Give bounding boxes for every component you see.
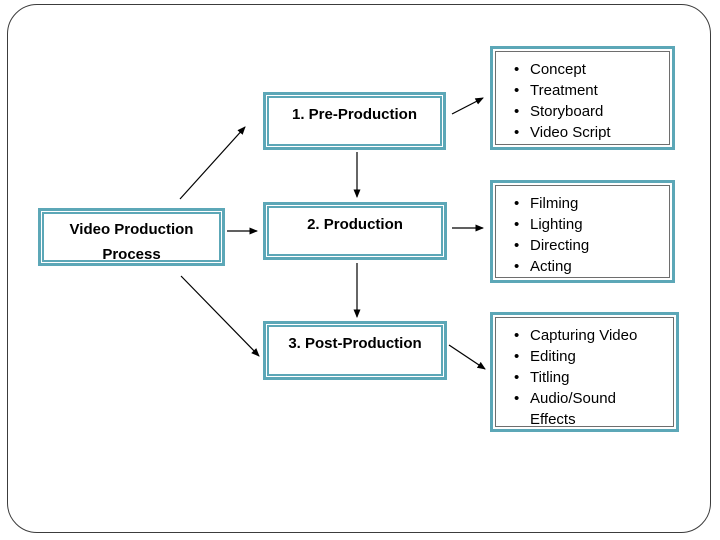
detail-item: • Concept: [514, 59, 666, 80]
bullet-icon: •: [514, 390, 520, 407]
detail-item-label: Treatment: [530, 82, 598, 99]
node-video-production-process: Video Production Process: [38, 208, 225, 266]
bullet-icon: •: [514, 369, 520, 386]
node-label: Video Production Process: [69, 221, 194, 263]
node-stage-pre-production: 1. Pre-Production: [263, 92, 446, 150]
detail-item: • Audio/Sound Effects: [514, 388, 670, 430]
detail-item: • Editing: [514, 346, 670, 367]
detail-item-label: Editing: [530, 348, 576, 365]
detail-item: • Storyboard: [514, 101, 666, 122]
node-stage-production: 2. Production: [263, 202, 447, 260]
slide-border-frame: [7, 4, 711, 533]
detail-item: • Titling: [514, 367, 670, 388]
detail-box-production: • Filming • Lighting • Directing • Acting: [490, 180, 675, 283]
detail-item: • Acting: [514, 256, 666, 277]
detail-item-label: Lighting: [530, 216, 583, 233]
detail-item-label: Storyboard: [530, 103, 604, 120]
bullet-icon: •: [514, 327, 520, 344]
detail-item-label: Acting: [530, 258, 572, 275]
detail-item: • Treatment: [514, 80, 666, 101]
bullet-icon: •: [514, 348, 520, 365]
bullet-icon: •: [514, 216, 520, 233]
detail-list: • Capturing Video • Editing • Titling • Audio/S…: [493, 315, 676, 430]
bullet-icon: •: [514, 103, 520, 120]
bullet-icon: •: [514, 258, 520, 275]
node-label: 1. Pre-Production: [291, 106, 418, 123]
detail-item: • Lighting: [514, 214, 666, 235]
node-label: 2. Production: [307, 216, 403, 233]
detail-list: • Filming • Lighting • Directing • Acting: [493, 183, 672, 277]
detail-list: • Concept • Treatment • Storyboard • Video Scri…: [493, 49, 672, 143]
detail-box-pre-production: • Concept • Treatment • Storyboard • Video Scri…: [490, 46, 675, 150]
detail-item-label: Audio/Sound Effects: [530, 390, 616, 428]
bullet-icon: •: [514, 82, 520, 99]
detail-item: • Video Script: [514, 122, 666, 143]
detail-item-label: Titling: [530, 369, 570, 386]
node-stage-post-production: 3. Post-Production: [263, 321, 447, 380]
node-label: 3. Post-Production: [288, 335, 422, 352]
detail-item-label: Video Script: [530, 124, 611, 141]
detail-box-post-production: • Capturing Video • Editing • Titling • Audio/S…: [490, 312, 679, 432]
detail-item: • Capturing Video: [514, 325, 670, 346]
bullet-icon: •: [514, 124, 520, 141]
bullet-icon: •: [514, 195, 520, 212]
bullet-icon: •: [514, 61, 520, 78]
detail-item: • Directing: [514, 235, 666, 256]
detail-item-label: Filming: [530, 195, 579, 212]
detail-item-label: Directing: [530, 237, 590, 254]
bullet-icon: •: [514, 237, 520, 254]
detail-item: • Filming: [514, 193, 666, 214]
detail-item-label: Capturing Video: [530, 327, 638, 344]
detail-item-label: Concept: [530, 61, 586, 78]
